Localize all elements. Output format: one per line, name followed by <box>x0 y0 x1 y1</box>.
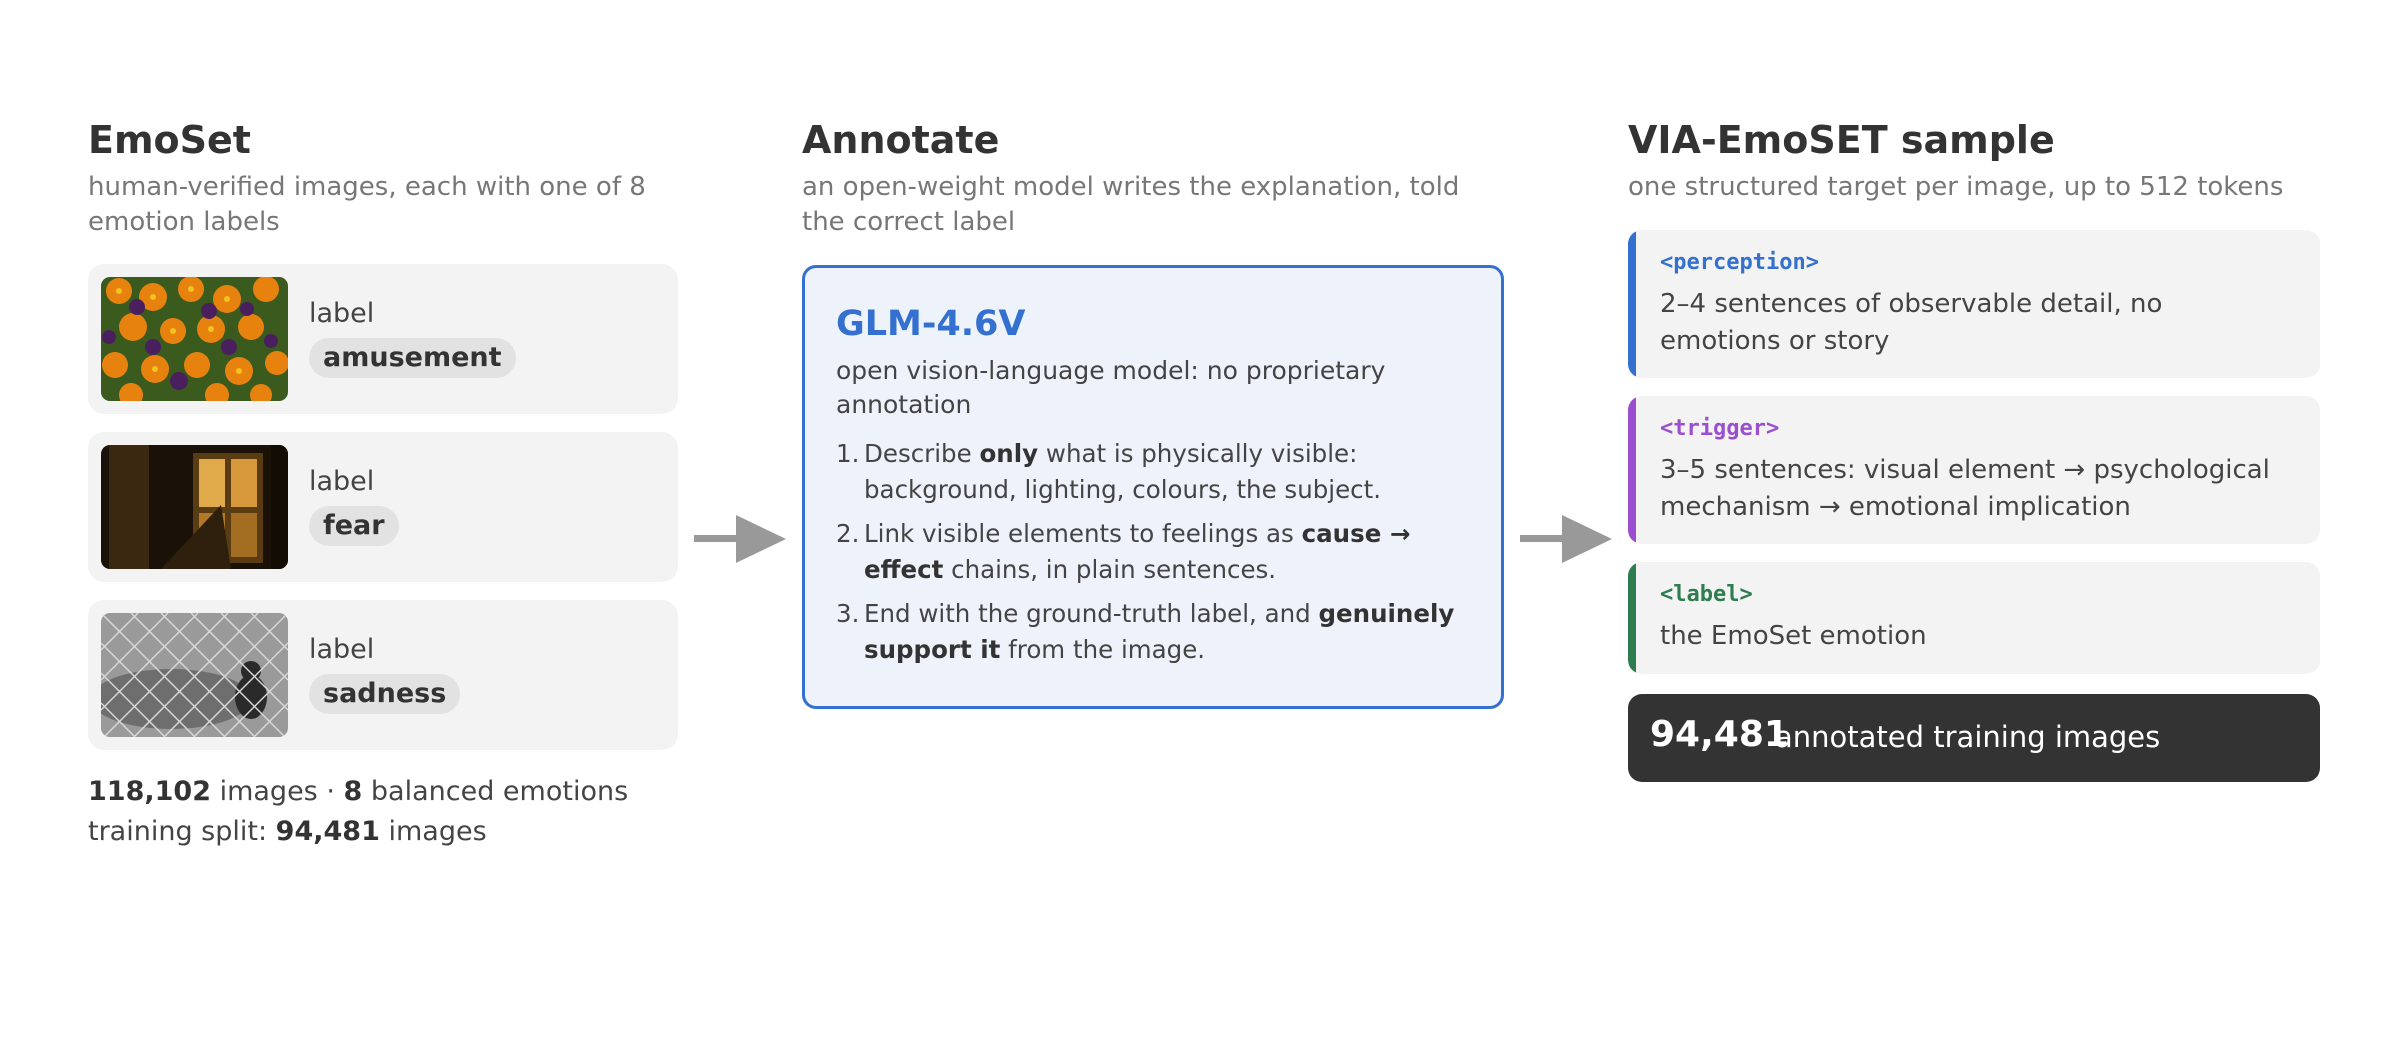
tag-color-bar <box>1628 562 1636 674</box>
perception-desc: 2–4 sentences of observable detail, no e… <box>1660 289 2163 356</box>
trigger-tag-card: <trigger> 3–5 sentences: visual element … <box>1628 396 2320 544</box>
step-item: 1.Describe only what is physically visib… <box>836 439 1382 504</box>
dataset-stats: 118,102 images · 8 balanced emotions tra… <box>88 772 628 852</box>
sample-card-sadness: label sadness <box>88 600 678 750</box>
label-tag: <label> <box>1660 582 1753 607</box>
label-caption: label <box>309 634 375 665</box>
model-name: GLM-4.6V <box>836 304 1026 344</box>
split-count: 94,481 <box>275 816 380 847</box>
label-caption: label <box>309 298 375 329</box>
tag-color-bar <box>1628 230 1636 378</box>
tag-color-bar <box>1628 396 1636 544</box>
stats-line-2: training split: 94,481 images <box>88 812 628 852</box>
perception-tag: <perception> <box>1660 250 1819 275</box>
annotation-card: GLM-4.6V open vision-language model: no … <box>802 265 1504 709</box>
sample-subtitle: one structured target per image, up to 5… <box>1628 172 2284 202</box>
emotion-label-pill: fear <box>309 506 399 546</box>
label-caption: label <box>309 466 375 497</box>
split-prefix: training split: <box>88 816 268 847</box>
sample-card-fear: label fear <box>88 432 678 582</box>
emoset-title: EmoSet <box>88 118 251 162</box>
label-desc: the EmoSet emotion <box>1660 621 1927 651</box>
emotion-label-pill: amusement <box>309 338 516 378</box>
arrow-right-icon <box>694 515 786 563</box>
model-description: open vision-language model: no proprieta… <box>836 356 1386 419</box>
trigger-desc: 3–5 sentences: visual element → psycholo… <box>1660 455 2270 522</box>
annotation-steps: 1.Describe only what is physically visib… <box>836 436 1476 676</box>
perception-tag-card: <perception> 2–4 sentences of observable… <box>1628 230 2320 378</box>
emotions-word: balanced emotions <box>370 776 629 807</box>
sample-title: VIA-EmoSET sample <box>1628 118 2055 162</box>
annotate-column: Annotate an open-weight model writes the… <box>802 112 1504 709</box>
annotate-subtitle: an open-weight model writes the explanat… <box>802 172 1460 237</box>
pansies-image <box>101 277 288 401</box>
total-text: annotated training images <box>1775 720 2161 754</box>
stats-line-1: 118,102 images · 8 balanced emotions <box>88 772 628 812</box>
step-item: 3.End with the ground-truth label, and g… <box>836 599 1455 664</box>
images-word: images · <box>219 776 335 807</box>
emotion-label-pill: sadness <box>309 674 461 714</box>
arrow-right-icon <box>1520 515 1612 563</box>
images-count: 118,102 <box>88 776 211 807</box>
emoset-subtitle: human-verified images, each with one of … <box>88 172 646 237</box>
split-suffix: images <box>388 816 487 847</box>
annotate-title: Annotate <box>802 118 1000 162</box>
trigger-tag: <trigger> <box>1660 416 1780 441</box>
monkey-fence-image <box>101 613 288 737</box>
sample-card-amusement: label amusement <box>88 264 678 414</box>
emotions-count: 8 <box>343 776 363 807</box>
total-count: 94,481 <box>1650 714 1789 755</box>
dark-room-image <box>101 445 288 569</box>
label-tag-card: <label> the EmoSet emotion <box>1628 562 2320 674</box>
emoset-column: EmoSet human-verified images, each with … <box>88 112 678 847</box>
step-item: 2.Link visible elements to feelings as c… <box>836 519 1411 584</box>
sample-column: VIA-EmoSET sample one structured target … <box>1628 112 2320 782</box>
total-images-box: 94,481 annotated training images <box>1628 694 2320 782</box>
